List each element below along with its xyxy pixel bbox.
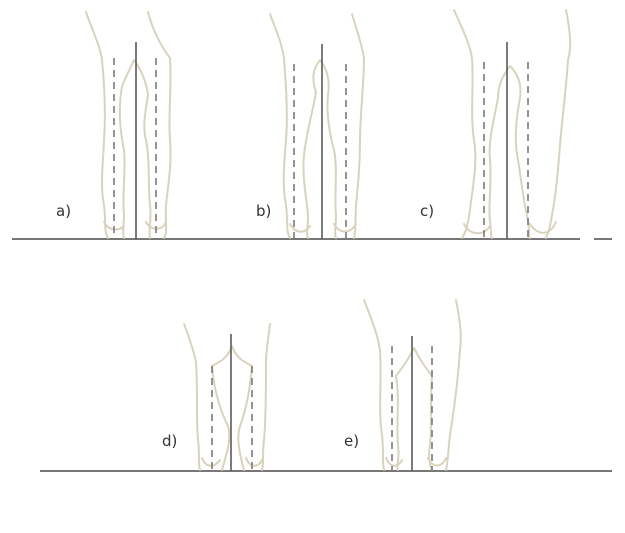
panel-a: a) — [56, 12, 171, 239]
panel-label-d: d) — [162, 432, 177, 450]
panel-label-c: c) — [420, 202, 434, 220]
panel-label-e: e) — [344, 432, 359, 450]
panel-label-a: a) — [56, 202, 71, 220]
panel-label-b: b) — [256, 202, 271, 220]
panel-e: e) — [344, 300, 461, 471]
panel-c: c) — [420, 10, 570, 239]
panel-d: d) — [162, 324, 270, 471]
panel-b: b) — [256, 14, 364, 239]
